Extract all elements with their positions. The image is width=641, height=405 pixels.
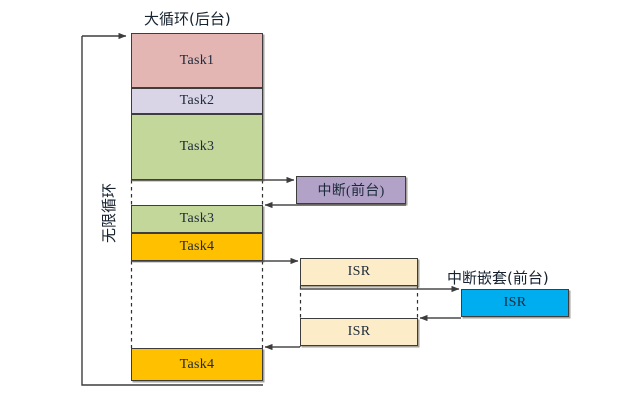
isr-block-second[interactable]: ISR xyxy=(300,318,418,346)
isr-block-label: ISR xyxy=(347,324,371,339)
isr-block-label: ISR xyxy=(347,264,371,279)
interrupt-block-foreground[interactable]: 中断(前台) xyxy=(296,176,406,204)
task-block-label: Task3 xyxy=(179,211,215,226)
interrupt-block-label: 中断(前台) xyxy=(317,184,385,199)
task-block-label: Task2 xyxy=(179,93,215,108)
task-block-label: Task4 xyxy=(179,356,215,372)
task-block-task4-first[interactable]: Task4 xyxy=(131,233,263,261)
task-block-task3-resumed[interactable]: Task3 xyxy=(131,205,263,233)
isr-block-first[interactable]: ISR xyxy=(300,258,418,286)
task-block-label: Task1 xyxy=(179,52,215,68)
infinite-loop-label: 无限循环 xyxy=(100,182,118,243)
task-block-label: Task4 xyxy=(179,239,215,254)
isr-block-label: ISR xyxy=(503,295,527,310)
task-block-task4-resumed[interactable]: Task4 xyxy=(131,348,263,381)
background-loop-title: 大循环(后台) xyxy=(144,10,231,28)
isr-block-nested[interactable]: ISR xyxy=(461,289,569,317)
task-block-task3-first[interactable]: Task3 xyxy=(131,114,263,180)
task-block-task2[interactable]: Task2 xyxy=(131,88,263,114)
task-block-task1[interactable]: Task1 xyxy=(131,33,263,88)
nested-interrupt-title: 中断嵌套(前台) xyxy=(447,269,549,287)
task-block-label: Task3 xyxy=(179,139,215,154)
